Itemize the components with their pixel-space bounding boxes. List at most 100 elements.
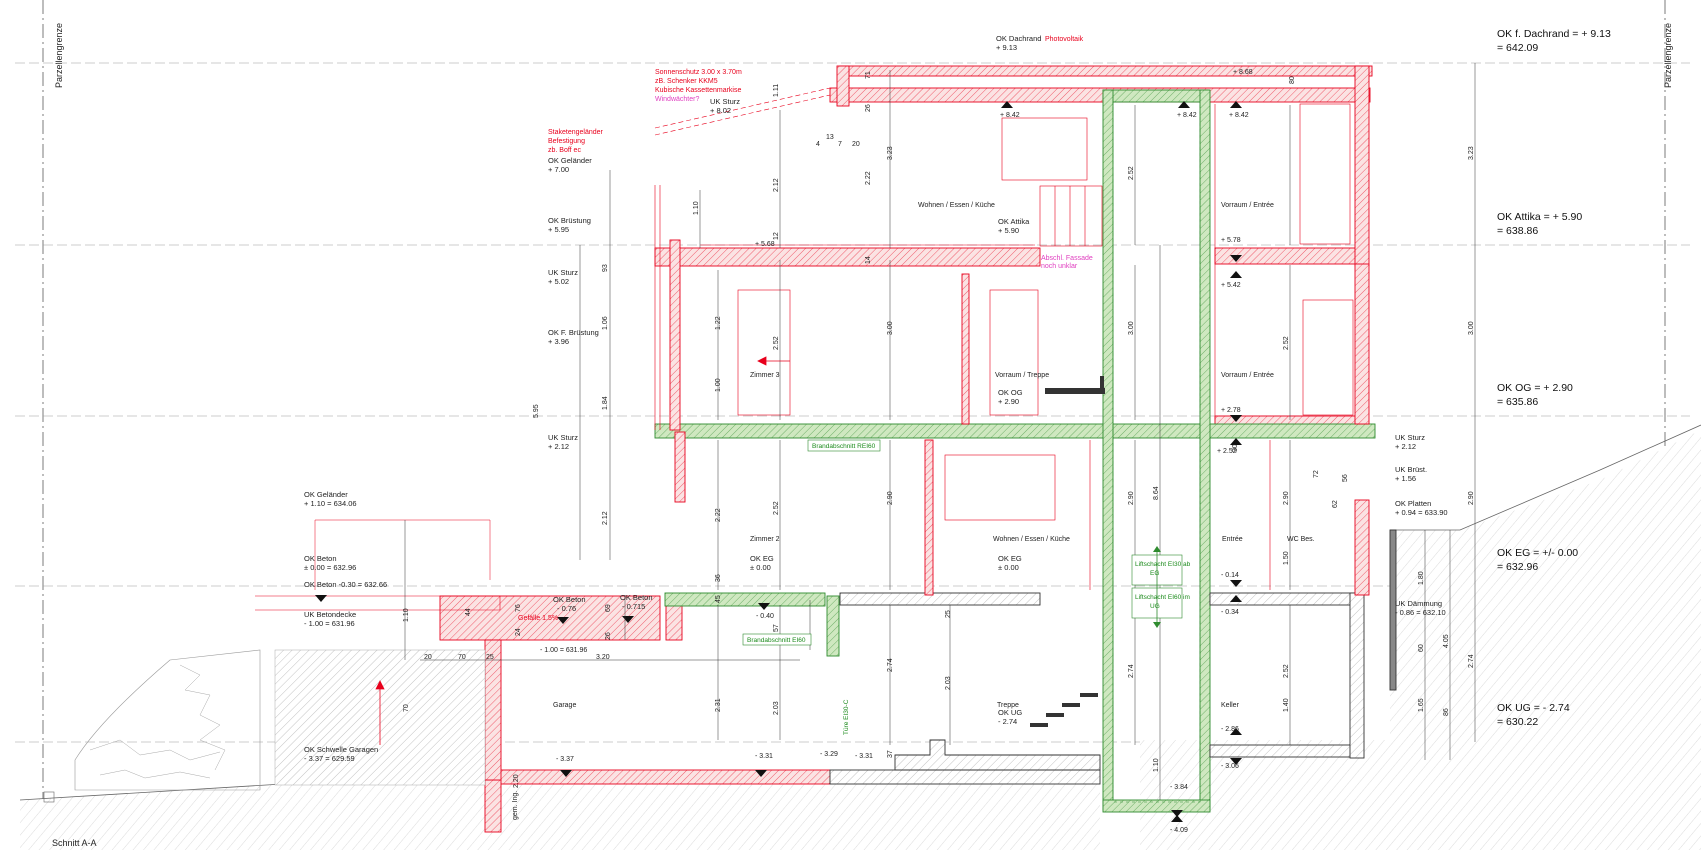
dim: 26	[865, 104, 872, 112]
dim: 3.00	[1468, 321, 1475, 335]
elev-label: OK UG	[998, 708, 1022, 717]
dim: 2.22	[865, 171, 872, 185]
elev-label: OK Beton	[304, 554, 337, 563]
room-label: Treppe	[997, 702, 1019, 709]
elev-value: + 0.94 = 633.90	[1395, 508, 1448, 517]
level-dachrand-abs: = 642.09	[1497, 42, 1538, 54]
fire-slabs	[654, 89, 1376, 813]
spot-levels: + 8.68 + 8.42 + 8.42 + 8.42 + 5.68 + 5.7…	[540, 69, 1253, 834]
annotation-ing: gem. Ing.	[512, 791, 519, 820]
annotation-red: Staketengeländer	[548, 129, 604, 136]
dim: 2.31	[715, 698, 722, 712]
elev-value: ± 0.00	[750, 563, 771, 572]
elev-value: - 0.86 = 632.10	[1395, 608, 1446, 617]
elev-value: - 0.76	[557, 604, 576, 613]
stairs	[1030, 376, 1105, 727]
dim: 1.65	[1418, 698, 1425, 712]
dim: 44	[465, 608, 472, 616]
dim: 12	[773, 232, 780, 240]
room-label: Keller	[1221, 702, 1240, 709]
awning	[654, 87, 831, 136]
elev-value: + 5.02	[548, 277, 569, 286]
room-label: Zimmer 2	[750, 536, 780, 543]
room-label: Vorraum / Treppe	[995, 372, 1049, 379]
elev-value: ± 0.00 = 632.96	[304, 563, 356, 572]
dim: 26	[605, 632, 612, 640]
dim: 93	[602, 264, 609, 272]
dim: 80	[1289, 76, 1296, 84]
dim: 76	[515, 604, 522, 612]
level-dachrand-name: OK f. Dachrand = + 9.13	[1497, 28, 1611, 40]
dim: 62	[1332, 500, 1339, 508]
annotation-lift-ug: Liftschacht EI60 im	[1135, 594, 1190, 601]
dim: 1.00	[715, 378, 722, 392]
dim: 4	[816, 141, 820, 148]
interior-lines	[654, 103, 1354, 590]
dim: 2.90	[1128, 491, 1135, 505]
right-level-labels: OK f. Dachrand = + 9.13 = 642.09 OK Atti…	[1497, 28, 1611, 728]
room-label: Zimmer 3	[750, 372, 780, 379]
dim: 24	[515, 628, 522, 636]
elev-value: ± 0.00	[998, 563, 1019, 572]
dim: 2.12	[773, 178, 780, 192]
dim: 72	[1313, 470, 1320, 478]
dim: 25	[486, 654, 494, 661]
annotation-red: Photovoltaik	[1045, 36, 1084, 43]
elev-value: + 8.02	[710, 106, 731, 115]
elev-label: OK Attika	[998, 217, 1030, 226]
dim: 70	[458, 654, 466, 661]
elev-value: + 9.13	[996, 43, 1017, 52]
red-annotations: Sonnenschutz 3.00 x 3.70m zB. Schenker K…	[518, 36, 1093, 622]
annotation-lift-ug2: UG	[1150, 603, 1160, 610]
dim: 2.52	[773, 336, 780, 350]
dim: 1.10	[693, 201, 700, 215]
dim: 1.84	[602, 396, 609, 410]
spot-level: - 3.84	[1170, 784, 1188, 791]
level-attika-abs: = 638.86	[1497, 225, 1538, 237]
spot-level: + 8.42	[1229, 112, 1249, 119]
level-markers	[315, 101, 1242, 822]
spot-level: + 8.68	[1233, 69, 1253, 76]
elev-label: UK Sturz	[1395, 433, 1425, 442]
spot-level: + 8.42	[1000, 112, 1020, 119]
room-labels: Wohnen / Essen / Küche Vorraum / Entrée …	[553, 202, 1315, 709]
annotation-red: zB. Schenker KKM5	[655, 78, 718, 85]
spot-level: - 4.09	[1170, 827, 1188, 834]
dim: 69	[605, 604, 612, 612]
dim: 45	[715, 595, 722, 603]
garage-structure	[439, 595, 831, 833]
elevation-labels: OK Dachrand + 9.13 UK Sturz + 8.02 OK Ge…	[304, 34, 1448, 763]
annotation-lift-eg2: EG	[1150, 570, 1159, 577]
spot-level: - 3.29	[820, 751, 838, 758]
dim: 2.52	[1283, 664, 1290, 678]
dim: 3.00	[887, 321, 894, 335]
spot-level: - 3.31	[855, 753, 873, 760]
garage-parapet	[255, 595, 501, 611]
elev-value: - 0.715	[622, 602, 645, 611]
dim: 2.74	[1468, 654, 1475, 668]
dim: 60	[1418, 644, 1425, 652]
spot-level: - 2.86	[1221, 726, 1239, 733]
dim: 2.03	[945, 676, 952, 690]
elev-value: + 2.12	[1395, 442, 1416, 451]
dim: 70	[403, 704, 410, 712]
elev-value: - 2.74	[998, 717, 1017, 726]
elev-label: OK Beton	[553, 595, 586, 604]
dim: 7	[838, 141, 842, 148]
elev-value: - 3.37 = 629.59	[304, 754, 355, 763]
dim: 3.23	[1468, 146, 1475, 160]
dim: 36	[715, 574, 722, 582]
vertical-dimensions: 1.11 3.23 2.12 2.22 1.10 93 1.06 1.84 5.…	[403, 71, 1475, 788]
elev-value: + 1.10 = 634.06	[304, 499, 357, 508]
elev-label: OK Dachrand	[996, 34, 1041, 43]
parcel-label-right: Parzellengrenze	[1663, 23, 1673, 88]
elev-value: + 3.96	[548, 337, 569, 346]
dim: 1.50	[1283, 551, 1290, 565]
parcel-label-left: Parzellengrenze	[54, 23, 64, 88]
dim: 2.90	[1468, 491, 1475, 505]
elev-value: + 7.00	[548, 165, 569, 174]
dim: 3.23	[887, 146, 894, 160]
dim: 2.90	[1283, 491, 1290, 505]
dim: 14	[865, 256, 872, 264]
dim: 25	[945, 610, 952, 618]
